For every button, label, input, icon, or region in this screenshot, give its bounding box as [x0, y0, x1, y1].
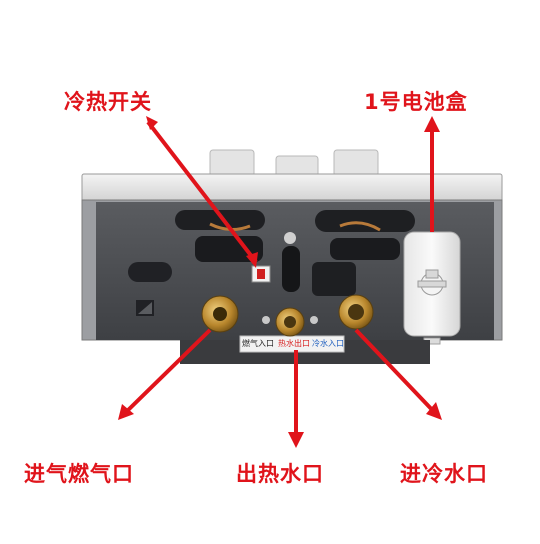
vent-slot-left [175, 210, 265, 230]
top-cap-right [333, 149, 379, 177]
callout-arrows [118, 116, 442, 448]
callout-gas-inlet: 进气燃气口 [24, 462, 134, 486]
vent-slot-small [128, 262, 172, 282]
vent-slot-right [315, 210, 415, 232]
callout-cold-water-inlet: 进冷水口 [400, 462, 488, 486]
callout-hot-cold-switch: 冷热开关 [64, 90, 152, 114]
top-cap-left [209, 149, 255, 177]
cold-inlet-label: 冷水入口 [312, 339, 344, 348]
hot-outlet-label: 热水出口 [278, 339, 310, 348]
callout-hot-water-outlet: 出热水口 [236, 462, 324, 486]
gas-inlet-label: 燃气入口 [242, 339, 274, 348]
callout-battery-box: 1号电池盒 [364, 90, 468, 114]
